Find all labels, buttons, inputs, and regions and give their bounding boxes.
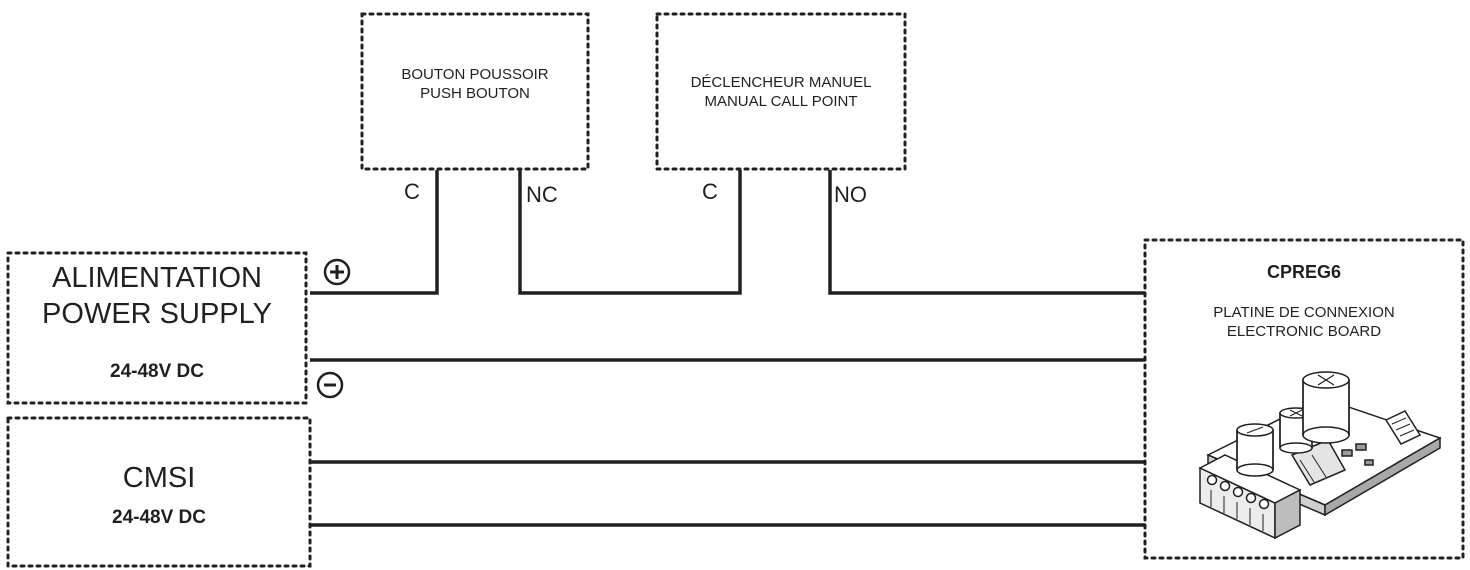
call-point-box <box>655 12 907 171</box>
cmsi-voltage: 24-48V DC <box>112 507 206 528</box>
push-button-label-line2: PUSH BOUTON <box>420 84 530 102</box>
wire-nc-to-c <box>518 170 742 295</box>
call-point-label: DÉCLENCHEUR MANUEL MANUAL CALL POINT <box>657 74 905 112</box>
wire-positive <box>310 170 439 295</box>
cmsi-box <box>6 416 312 568</box>
board-label: PLATINE DE CONNEXION ELECTRONIC BOARD <box>1145 304 1463 342</box>
wire-no-to-board <box>828 170 1145 295</box>
board-name: CPREG6 <box>1266 262 1342 282</box>
power-supply-label-line2: POWER SUPPLY <box>42 298 272 331</box>
push-button-pin-nc: NC <box>526 182 558 207</box>
push-button-label-line1: BOUTON POUSSOIR <box>401 66 549 83</box>
minus-icon <box>316 371 344 399</box>
call-point-label-line1: DÉCLENCHEUR MANUEL <box>690 74 872 91</box>
push-button-label: BOUTON POUSSOIR PUSH BOUTON <box>362 66 588 104</box>
power-supply-label: ALIMENTATION POWER SUPPLY <box>8 260 306 333</box>
cmsi-name: CMSI <box>122 462 196 494</box>
electronic-board-icon <box>1198 371 1442 540</box>
plus-icon <box>323 258 351 286</box>
board-label-line1: PLATINE DE CONNEXION <box>1213 304 1395 321</box>
board-label-line2: ELECTRONIC BOARD <box>1226 322 1382 340</box>
power-supply-label-line1: ALIMENTATION <box>52 262 262 294</box>
board-box <box>1143 238 1465 560</box>
call-point-pin-no: NO <box>834 182 867 207</box>
call-point-label-line2: MANUAL CALL POINT <box>704 92 858 110</box>
call-point-pin-c: C <box>702 179 718 204</box>
power-supply-voltage: 24-48V DC <box>110 361 204 382</box>
push-button-pin-c: C <box>404 179 420 204</box>
push-button-box <box>360 12 590 171</box>
